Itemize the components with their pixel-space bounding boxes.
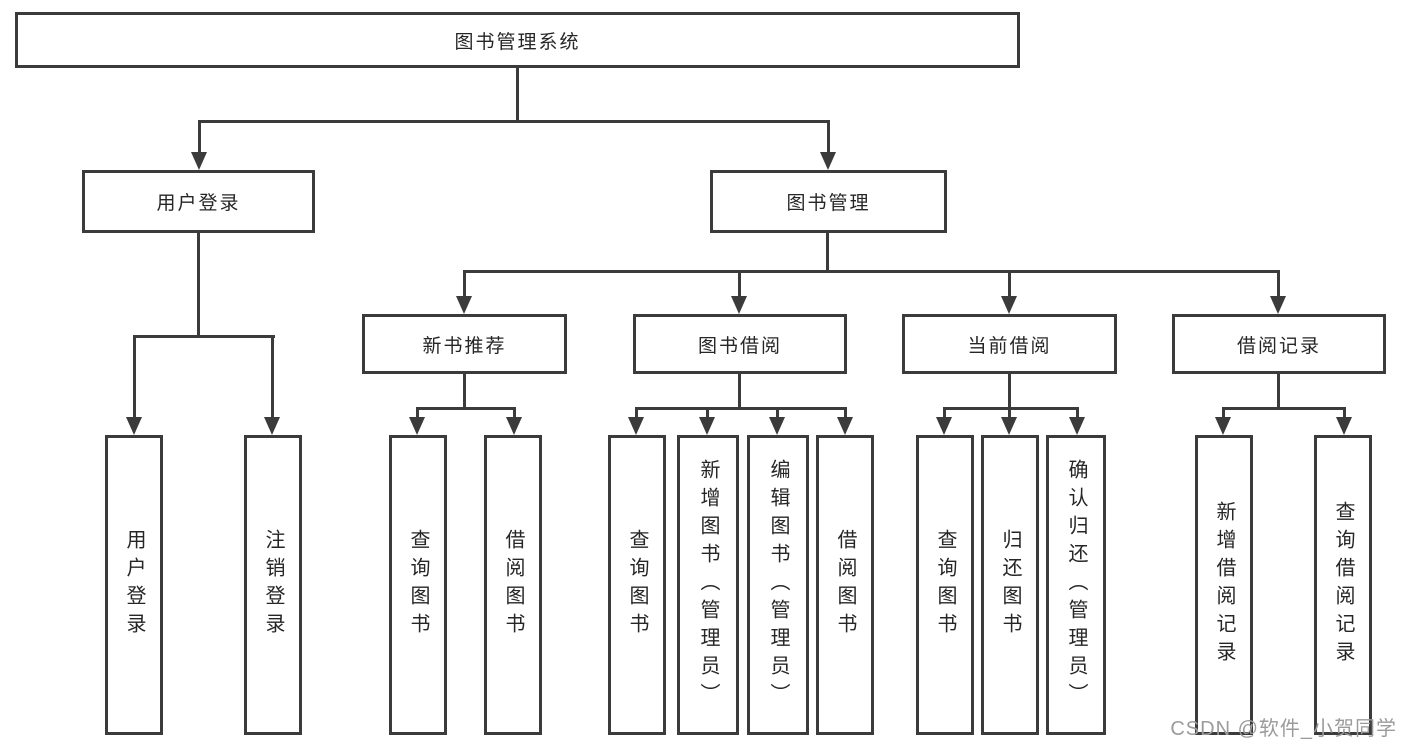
arrowhead-icon xyxy=(1001,296,1017,314)
leaf-query-books: 查询图书 xyxy=(916,435,974,735)
node-new-book-recommend-label: 新书推荐 xyxy=(422,335,507,357)
arrowhead-icon xyxy=(1215,417,1231,435)
leaf-query-books: 查询图书 xyxy=(389,435,447,735)
node-book-borrowing: 图书借阅 xyxy=(633,314,847,374)
arrowhead-icon xyxy=(699,417,715,435)
connector-vline xyxy=(738,374,741,410)
connector-vline xyxy=(943,407,946,419)
leaf-label: 查询图书 xyxy=(934,529,956,641)
connector-vline xyxy=(197,233,200,338)
leaf-query-books: 查询图书 xyxy=(608,435,666,735)
connector-vline xyxy=(1222,407,1225,419)
node-user-login-label: 用户登录 xyxy=(156,193,241,214)
node-root-label: 图书管理系统 xyxy=(454,31,581,53)
arrowhead-icon xyxy=(1001,417,1017,435)
connector-hline xyxy=(635,407,847,410)
connector-hline xyxy=(463,270,1280,273)
leaf-query-borrow-record: 查询借阅记录 xyxy=(1314,435,1372,735)
node-user-login: 用户登录 xyxy=(82,170,315,233)
node-root: 图书管理系统 xyxy=(15,12,1020,68)
connector-vline xyxy=(1277,374,1280,410)
arrowhead-icon xyxy=(191,152,207,170)
arrowhead-icon xyxy=(1270,296,1286,314)
connector-vline xyxy=(133,335,136,419)
leaf-label: 查询图书 xyxy=(407,529,429,641)
arrowhead-icon xyxy=(1069,417,1085,435)
connector-vline xyxy=(844,407,847,419)
connector-hline xyxy=(416,407,516,410)
arrowhead-icon xyxy=(731,296,747,314)
connector-vline xyxy=(271,335,274,419)
arrowhead-icon xyxy=(769,417,785,435)
arrowhead-icon xyxy=(506,417,522,435)
leaf-label: 借阅图书 xyxy=(502,529,524,641)
arrowhead-icon xyxy=(264,417,280,435)
leaf-confirm-return-admin: 确认归还（管理员） xyxy=(1046,435,1106,735)
arrowhead-icon xyxy=(1336,417,1352,435)
leaf-add-borrow-record: 新增借阅记录 xyxy=(1195,435,1253,735)
node-book-borrowing-label: 图书借阅 xyxy=(697,335,782,357)
leaf-label: 查询图书 xyxy=(626,529,648,641)
leaf-add-books-admin: 新增图书（管理员） xyxy=(677,435,739,735)
connector-vline xyxy=(1277,270,1280,298)
node-book-management-label: 图书管理 xyxy=(786,193,871,214)
connector-vline xyxy=(1008,270,1011,298)
connector-vline xyxy=(463,270,466,298)
leaf-borrow-books: 借阅图书 xyxy=(484,435,542,735)
arrowhead-icon xyxy=(820,152,836,170)
node-borrowing-records: 借阅记录 xyxy=(1172,314,1386,374)
connector-hline xyxy=(133,335,275,338)
leaf-label: 新增借阅记录 xyxy=(1213,501,1235,669)
arrowhead-icon xyxy=(456,296,472,314)
leaf-return-books: 归还图书 xyxy=(981,435,1039,735)
csdn-watermark: CSDN @软件_小贺同学 xyxy=(1170,718,1397,740)
leaf-borrow-books: 借阅图书 xyxy=(816,435,874,735)
arrowhead-icon xyxy=(126,417,142,435)
connector-vline xyxy=(463,374,466,410)
leaf-logout: 注销登录 xyxy=(244,435,302,735)
connector-vline xyxy=(1008,374,1011,410)
arrowhead-icon xyxy=(936,417,952,435)
connector-vline xyxy=(1343,407,1346,419)
connector-vline xyxy=(1076,407,1079,419)
connector-vline xyxy=(416,407,419,419)
leaf-label: 用户登录 xyxy=(123,529,145,641)
leaf-label: 新增图书（管理员） xyxy=(697,459,719,711)
leaf-label: 归还图书 xyxy=(999,529,1021,641)
node-book-management: 图书管理 xyxy=(710,170,947,233)
arrowhead-icon xyxy=(628,417,644,435)
arrowhead-icon xyxy=(837,417,853,435)
connector-hline xyxy=(943,407,1079,410)
connector-vline xyxy=(776,407,779,419)
connector-vline xyxy=(1008,407,1011,419)
connector-vline xyxy=(827,120,830,154)
connector-vline xyxy=(198,120,201,154)
leaf-label: 确认归还（管理员） xyxy=(1065,459,1087,711)
connector-hline xyxy=(198,120,830,123)
connector-vline xyxy=(635,407,638,419)
connector-vline xyxy=(826,233,829,273)
leaf-label: 查询借阅记录 xyxy=(1332,501,1354,669)
connector-vline xyxy=(738,270,741,298)
node-current-borrowing-label: 当前借阅 xyxy=(967,335,1052,357)
leaf-edit-books-admin: 编辑图书（管理员） xyxy=(747,435,809,735)
leaf-label: 编辑图书（管理员） xyxy=(767,459,789,711)
connector-vline xyxy=(513,407,516,419)
leaf-label: 借阅图书 xyxy=(834,529,856,641)
connector-vline xyxy=(516,68,519,123)
node-new-book-recommend: 新书推荐 xyxy=(362,314,567,374)
connector-vline xyxy=(706,407,709,419)
leaf-label: 注销登录 xyxy=(262,529,284,641)
node-borrowing-records-label: 借阅记录 xyxy=(1236,335,1321,357)
arrowhead-icon xyxy=(409,417,425,435)
node-current-borrowing: 当前借阅 xyxy=(902,314,1117,374)
leaf-user-login: 用户登录 xyxy=(105,435,163,735)
connector-hline xyxy=(1222,407,1346,410)
